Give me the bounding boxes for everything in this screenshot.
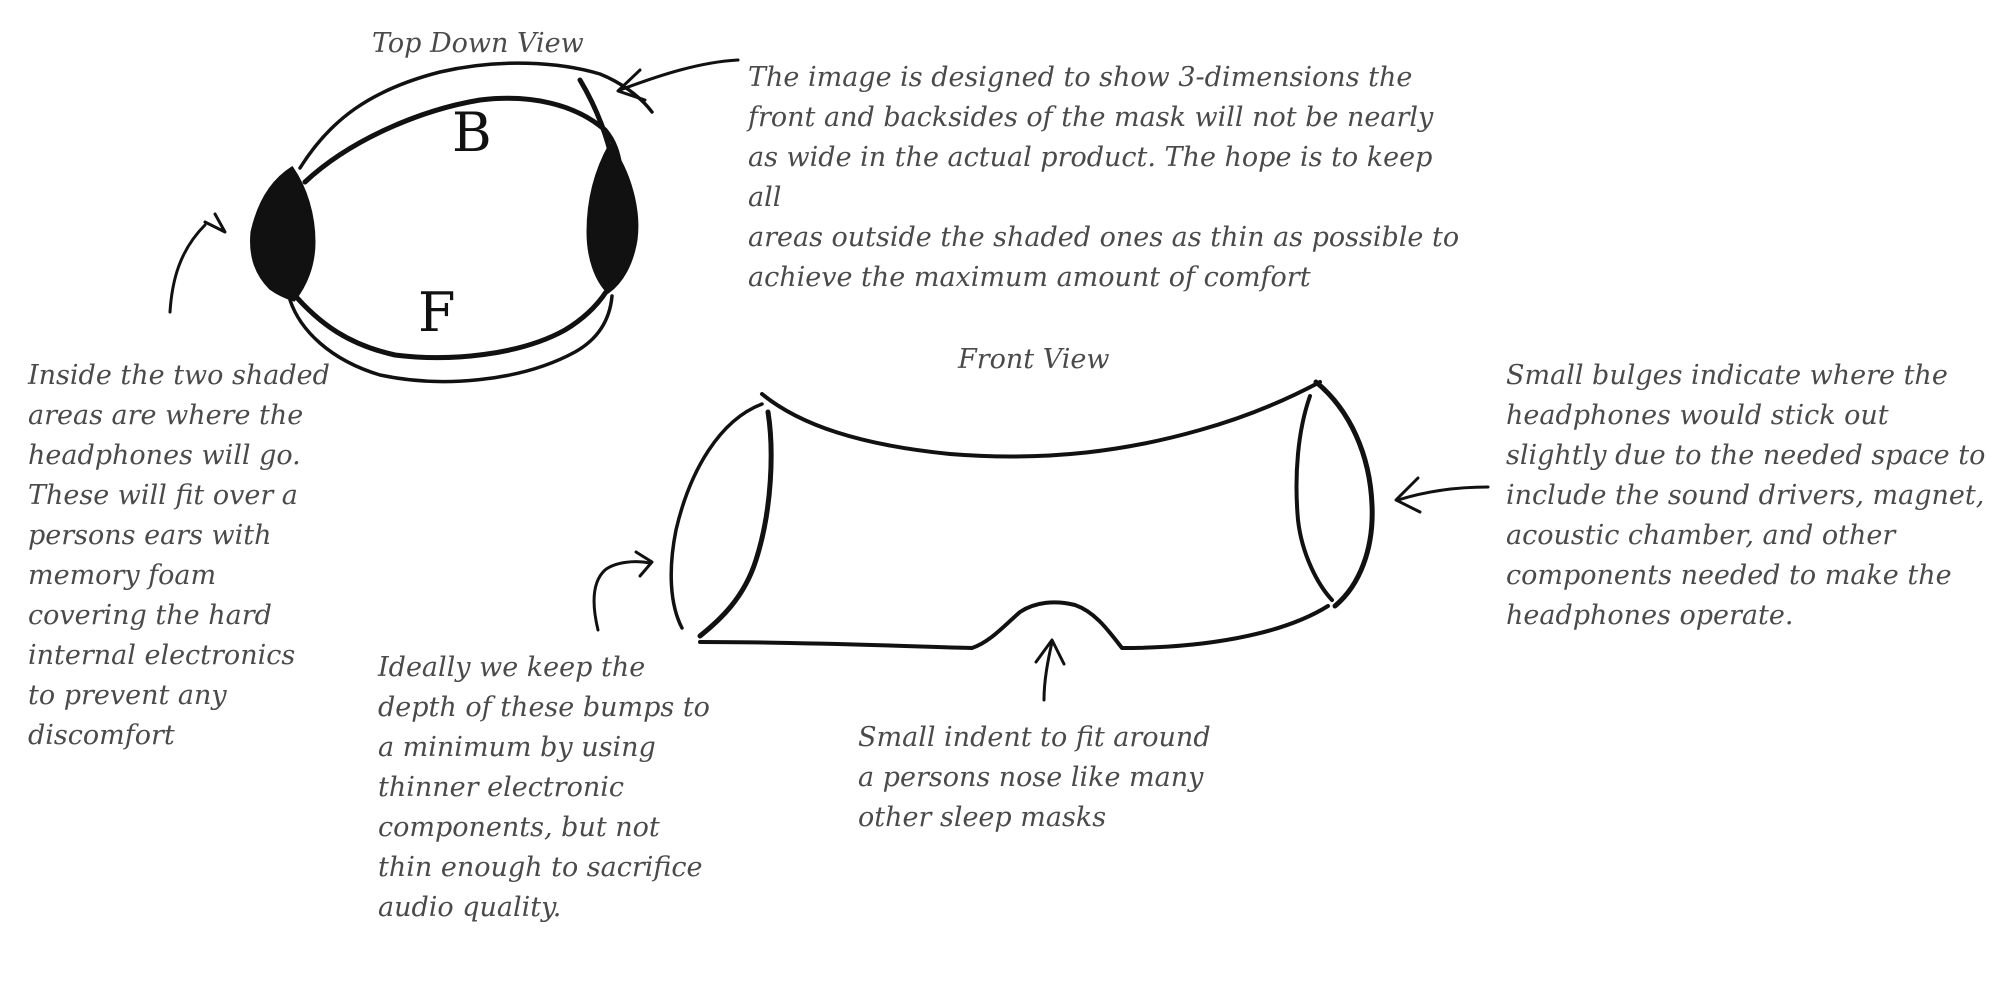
- top-view-left-earpiece: [252, 168, 314, 300]
- front-view-right-bulge-inner: [1297, 396, 1333, 600]
- arrow-bulges-note-icon: [1398, 487, 1488, 500]
- indent-note: Small indent to fit around a persons nos…: [858, 718, 1278, 838]
- front-view-right-bulge-outer: [1316, 382, 1372, 606]
- top-view-right-earpiece: [588, 145, 637, 292]
- back-side-label: B: [452, 106, 492, 160]
- front-view-bottom-edge: [700, 602, 1328, 648]
- arrow-shaded-areas-note-icon: [170, 225, 205, 312]
- dimensions-note: The image is designed to show 3-dimensio…: [748, 58, 1468, 298]
- front-view-sketch: [671, 382, 1372, 648]
- bulges-note: Small bulges indicate where the headphon…: [1506, 356, 1986, 636]
- arrow-dimensions-note-icon: [620, 60, 738, 90]
- shaded-areas-note: Inside the two shaded areas are where th…: [28, 356, 368, 756]
- front-view-left-bulge-outer: [671, 404, 762, 628]
- front-side-label: F: [418, 286, 455, 340]
- bumps-note: Ideally we keep the depth of these bumps…: [378, 648, 738, 928]
- front-view-title: Front View: [958, 344, 1109, 376]
- arrow-shaded-areas-note-head-icon: [205, 214, 225, 232]
- arrow-bumps-note-head-icon: [636, 552, 652, 576]
- front-view-top-edge: [762, 382, 1320, 457]
- top-down-view-title: Top Down View: [372, 28, 584, 60]
